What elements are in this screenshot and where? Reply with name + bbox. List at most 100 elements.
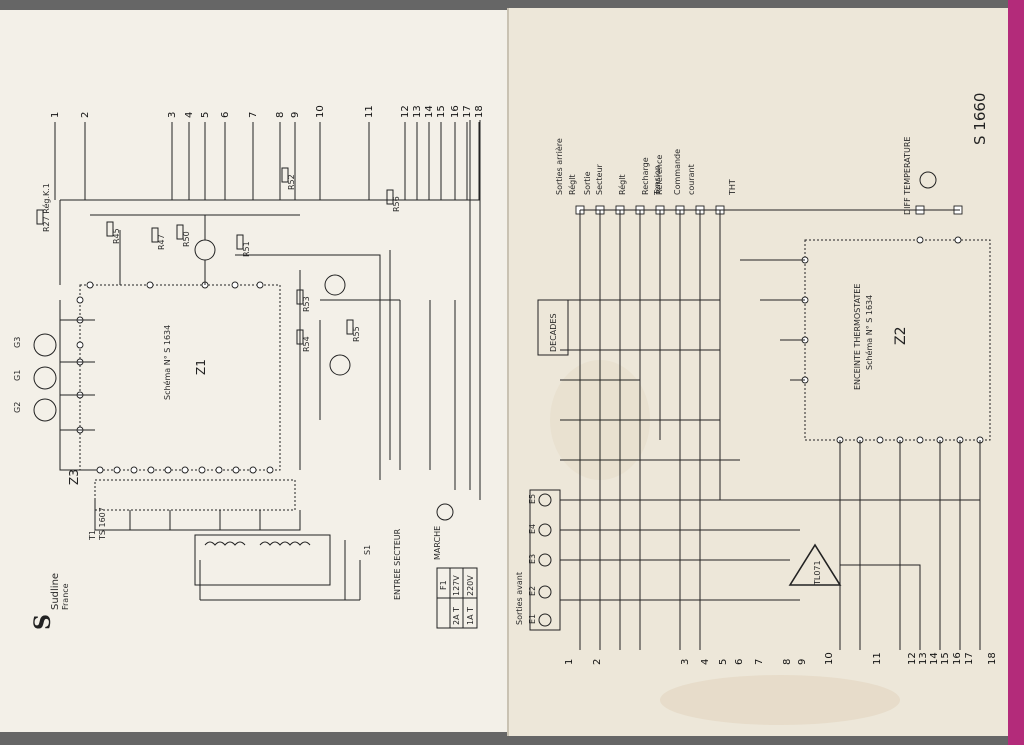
output-label: Secteur xyxy=(595,163,604,195)
bottom-number: 16 xyxy=(952,652,963,665)
wiring xyxy=(59,300,95,471)
input-label: E1 xyxy=(528,614,537,624)
output-label: Référence xyxy=(654,155,664,195)
fuse-table: F1 127V 2A T 220V 1A T xyxy=(436,567,478,629)
paper-stain xyxy=(660,675,900,725)
bottom-number: 17 xyxy=(964,652,975,665)
bottom-number: 13 xyxy=(918,652,929,665)
terminal-dot xyxy=(164,466,172,474)
bottom-number: 14 xyxy=(929,652,940,665)
input-jack-icon xyxy=(538,493,552,507)
probe-label: Sorties avant xyxy=(515,572,524,625)
wiring xyxy=(560,299,980,601)
terminal-dot xyxy=(266,466,274,474)
fuse-cell: 2A T xyxy=(452,607,461,625)
brand-logo-mark: S xyxy=(30,614,56,630)
top-number: 1 xyxy=(50,112,61,118)
terminal-dot xyxy=(232,466,240,474)
resistor-icon xyxy=(36,209,44,225)
resistor-label: R54 xyxy=(302,336,311,352)
resistor-label: R50 xyxy=(182,231,191,247)
resistor-icon xyxy=(346,319,354,335)
terminal-dot xyxy=(96,466,104,474)
resistor-label: R53 xyxy=(302,296,311,312)
terminal-dot xyxy=(113,466,121,474)
top-number: 13 xyxy=(412,105,423,118)
transformer-ref: TS 1607 xyxy=(98,507,107,541)
terminal-dot xyxy=(916,236,924,244)
resistor-icon xyxy=(236,234,244,250)
resistor-label: R56 xyxy=(392,196,401,212)
input-label: E3 xyxy=(528,554,537,564)
wiring xyxy=(839,440,981,650)
brand-name: Sudline xyxy=(50,573,61,610)
terminal-dot xyxy=(146,281,154,289)
top-number: 5 xyxy=(200,112,211,118)
top-number: 17 xyxy=(462,105,473,118)
output-label: Commande xyxy=(673,149,682,195)
gauge-g2-icon xyxy=(33,398,57,422)
gauge-g3-icon xyxy=(33,333,57,357)
board-z2-label: Z2 xyxy=(893,327,909,346)
board-z2-caption: ENCEINTE THERMOSTATEE xyxy=(853,284,862,390)
top-number: 6 xyxy=(220,112,231,118)
top-number: 14 xyxy=(424,105,435,118)
top-number: 7 xyxy=(248,112,259,118)
wiring xyxy=(740,259,805,381)
bottom-number: 3 xyxy=(680,659,691,665)
bottom-number: 11 xyxy=(872,652,883,665)
transformer-label: T1 xyxy=(88,530,97,541)
top-number: 3 xyxy=(167,112,178,118)
brand-sub: France xyxy=(61,583,70,610)
bottom-number: 2 xyxy=(592,659,603,665)
terminal-dot xyxy=(916,436,924,444)
board-z3-label: Z3 xyxy=(67,469,81,485)
wiring xyxy=(59,120,481,500)
terminal-dot xyxy=(954,236,962,244)
top-number: 2 xyxy=(80,112,91,118)
resistor-label: R55 xyxy=(352,326,361,342)
temperature-sensor-icon xyxy=(919,171,937,189)
terminal-dot xyxy=(86,281,94,289)
input-label: E5 xyxy=(528,494,537,504)
switch-label: S1 xyxy=(363,545,372,555)
top-number: 10 xyxy=(315,105,326,118)
bottom-number: 10 xyxy=(824,652,835,665)
top-number: 11 xyxy=(364,105,375,118)
bottom-number: 4 xyxy=(700,659,711,665)
resistor-label: R27 Rég.K.1 xyxy=(41,183,51,232)
terminal-dot xyxy=(181,466,189,474)
board-z3 xyxy=(94,479,296,511)
board-z1 xyxy=(79,284,281,471)
board-z1-label: Z1 xyxy=(194,359,208,375)
gauge-label-g1: G1 xyxy=(13,370,22,381)
terminal-dot xyxy=(876,436,884,444)
fuse-cell: 127V xyxy=(452,575,461,596)
opamp-label: TL071 xyxy=(813,560,822,586)
fuse-table-header: F1 xyxy=(439,580,448,590)
wiring xyxy=(94,500,301,531)
opamp-icon xyxy=(788,543,842,586)
terminal-dot xyxy=(147,466,155,474)
input-jack-icon xyxy=(538,523,552,537)
mains-label: ENTREE SECTEUR xyxy=(393,528,402,600)
top-number: 12 xyxy=(400,105,411,118)
wiring xyxy=(579,209,960,650)
top-number: 4 xyxy=(184,112,195,118)
bottom-number: 7 xyxy=(754,659,765,665)
bottom-number: 5 xyxy=(718,659,729,665)
mains-wiring xyxy=(199,540,361,601)
output-label: Réglt xyxy=(617,174,627,195)
resistor-icon xyxy=(281,167,289,183)
output-label: Sorties arrière xyxy=(554,138,564,195)
brand-logo: S Sudline France xyxy=(30,573,70,630)
bottom-number: 18 xyxy=(987,652,998,665)
transformer-t1 xyxy=(194,534,331,586)
document-reference: S 1660 xyxy=(971,93,989,145)
motor-icon xyxy=(436,503,454,521)
top-number: 15 xyxy=(436,105,447,118)
resistor-label: R51 xyxy=(242,241,251,257)
